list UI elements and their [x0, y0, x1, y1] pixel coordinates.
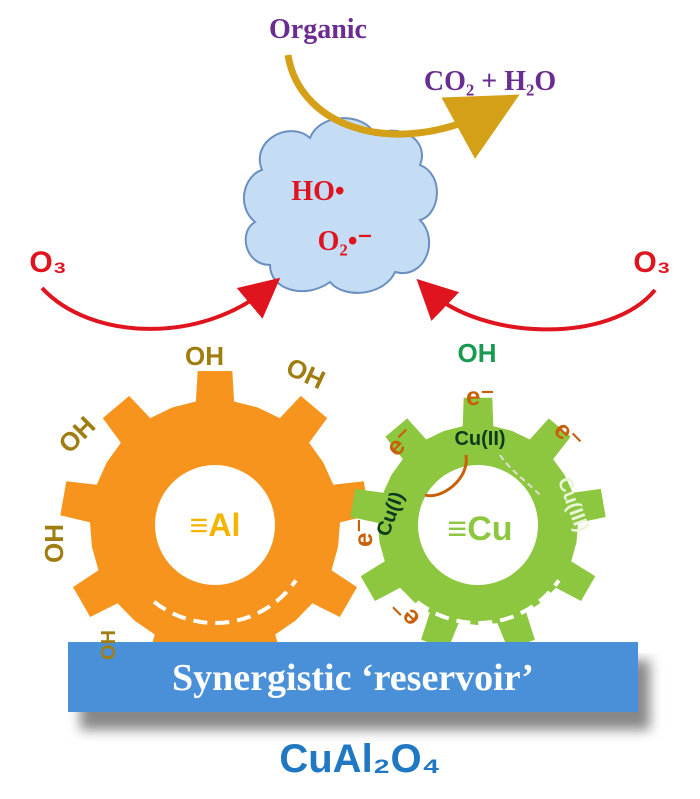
ozone-right-label: O₃ [633, 246, 670, 279]
hydroxyl-radical-label: HO• [291, 176, 344, 207]
cu-gear-rotation-arrow [415, 579, 561, 625]
al-hydroxyl-upper-right: OH [282, 351, 330, 395]
cu2-to-cu1-arrow [424, 454, 468, 498]
products-label: CO₂ + H₂O [424, 66, 556, 97]
al-hydroxyl-bottom: OH [98, 630, 120, 660]
al-center-label: ≡Al [190, 507, 241, 543]
cu-center-label: ≡Cu [447, 510, 512, 548]
ozone-left-arrow [40, 277, 281, 331]
cu-gear [350, 397, 606, 650]
al-gear [60, 371, 370, 676]
al-gear-rotation-arrow [152, 579, 298, 625]
al-hydroxyl-top: OH [185, 341, 224, 371]
reservoir-label: Synergistic ‘reservoir’ [172, 657, 534, 699]
cu2-label: Cu(II) [454, 428, 505, 450]
organic-label: Organic [269, 14, 367, 45]
superoxide-radical-label: O₂•⁻ [318, 226, 373, 257]
cu-hydroxyl: OH [458, 338, 497, 368]
electron-top: e⁻ [466, 381, 494, 411]
ozone-left-label: O₃ [29, 246, 66, 279]
al-hydroxyl-upper-left: OH [52, 410, 101, 459]
al-hydroxyl-left: OH [39, 524, 69, 563]
ozone-right-arrow [416, 278, 657, 332]
reservoir-bar [68, 642, 638, 712]
material-label: CuAl₂O₄ [279, 737, 440, 781]
organic-degradation-arrow [284, 54, 520, 159]
electron-left: e⁻ [348, 519, 378, 547]
cu2-to-cu3-arrow [499, 454, 541, 496]
